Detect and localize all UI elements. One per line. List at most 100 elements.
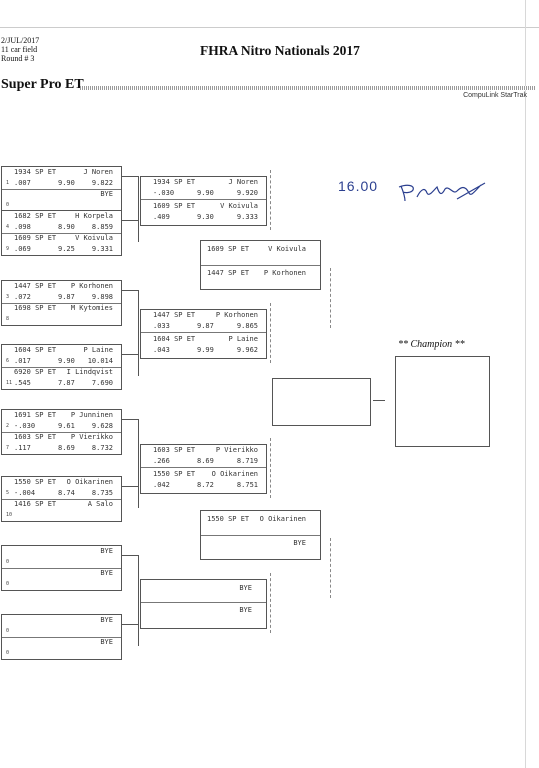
elapsed-time: 8.732 bbox=[91, 444, 113, 452]
car-number: 1609 SP ET bbox=[153, 202, 196, 210]
round2-match-4: BYE BYE bbox=[140, 579, 267, 629]
racer-line2: 0 bbox=[2, 557, 121, 568]
elapsed-time: 9.333 bbox=[236, 213, 258, 221]
dial-in: 9.87 bbox=[197, 322, 214, 330]
racer-line2: 10 bbox=[2, 510, 121, 521]
dial-in: 8.69 bbox=[58, 444, 75, 452]
seed-number: 1 bbox=[6, 180, 10, 186]
reaction-time: .072 bbox=[14, 293, 31, 301]
racer-bottom: BYE bbox=[141, 602, 266, 626]
driver-name: P Junninen bbox=[70, 411, 113, 419]
racer-line1: BYE bbox=[2, 568, 121, 579]
seed-number: 4 bbox=[6, 224, 10, 230]
seed-number: 6 bbox=[6, 358, 10, 364]
racer-line2: 8 bbox=[2, 314, 121, 325]
car-number: 1609 SP ET bbox=[207, 245, 250, 253]
software-credit: CompuLink StarTrak bbox=[463, 92, 527, 99]
driver-name: O Oikarinen bbox=[66, 478, 113, 486]
handwritten-time: 16.00 bbox=[338, 178, 379, 194]
racer-line2: .033 9.87 9.865 bbox=[141, 321, 266, 332]
driver-name: H Korpela bbox=[75, 212, 113, 220]
seed-number: 9 bbox=[6, 246, 10, 252]
dial-in: 9.30 bbox=[197, 213, 214, 221]
dial-in: 9.90 bbox=[197, 189, 214, 197]
reaction-time: .017 bbox=[14, 357, 31, 365]
elapsed-time: 9.331 bbox=[91, 245, 113, 253]
racer-line2: 0 bbox=[2, 579, 121, 590]
driver-name: P Vierikko bbox=[70, 433, 113, 441]
racer-line2: 0 bbox=[2, 200, 121, 211]
dashed-connector bbox=[330, 268, 331, 328]
seed-number: 5 bbox=[6, 490, 10, 496]
car-number: 1609 SP ET bbox=[14, 234, 57, 242]
racer-top: BYE bbox=[141, 580, 266, 603]
reaction-time: .033 bbox=[153, 322, 170, 330]
champion-label: ** Champion ** bbox=[398, 339, 465, 350]
car-number: 1698 SP ET bbox=[14, 304, 57, 312]
dial-in: 8.72 bbox=[197, 481, 214, 489]
elapsed-time: 10.014 bbox=[87, 357, 113, 365]
reaction-time: -.004 bbox=[14, 489, 36, 497]
champion-box bbox=[395, 356, 490, 447]
elapsed-time: 8.719 bbox=[236, 457, 258, 465]
connector-line bbox=[121, 555, 139, 556]
reaction-time: .545 bbox=[14, 379, 31, 387]
dial-in: 7.87 bbox=[58, 379, 75, 387]
racer-line1: BYE bbox=[141, 605, 266, 616]
dashed-connector bbox=[270, 170, 271, 230]
car-number: 1603 SP ET bbox=[14, 433, 57, 441]
connector-vertical bbox=[138, 176, 139, 242]
driver-name: BYE bbox=[100, 547, 113, 555]
final-to-champion-line bbox=[373, 400, 385, 401]
connector-line bbox=[121, 290, 139, 291]
car-number: 1604 SP ET bbox=[14, 346, 57, 354]
racer-line1: 1603 SP ET P Vierikko bbox=[2, 432, 121, 443]
car-number: 1447 SP ET bbox=[207, 269, 250, 277]
reaction-time: .042 bbox=[153, 481, 170, 489]
dial-in: 9.25 bbox=[58, 245, 75, 253]
driver-name: BYE bbox=[100, 616, 113, 624]
elapsed-time: 9.865 bbox=[236, 322, 258, 330]
racer-line1: BYE bbox=[2, 637, 121, 648]
car-number: 1550 SP ET bbox=[153, 470, 196, 478]
dial-in: 9.61 bbox=[58, 422, 75, 430]
connector-line bbox=[121, 176, 139, 177]
dial-in: 8.74 bbox=[58, 489, 75, 497]
reaction-time: .266 bbox=[153, 457, 170, 465]
seed-number: 10 bbox=[6, 512, 13, 518]
driver-name: BYE bbox=[293, 539, 306, 547]
car-number: 1691 SP ET bbox=[14, 411, 57, 419]
connector-vertical bbox=[138, 555, 139, 646]
dashed-connector bbox=[270, 303, 271, 363]
event-title: FHRA Nitro Nationals 2017 bbox=[200, 43, 360, 58]
